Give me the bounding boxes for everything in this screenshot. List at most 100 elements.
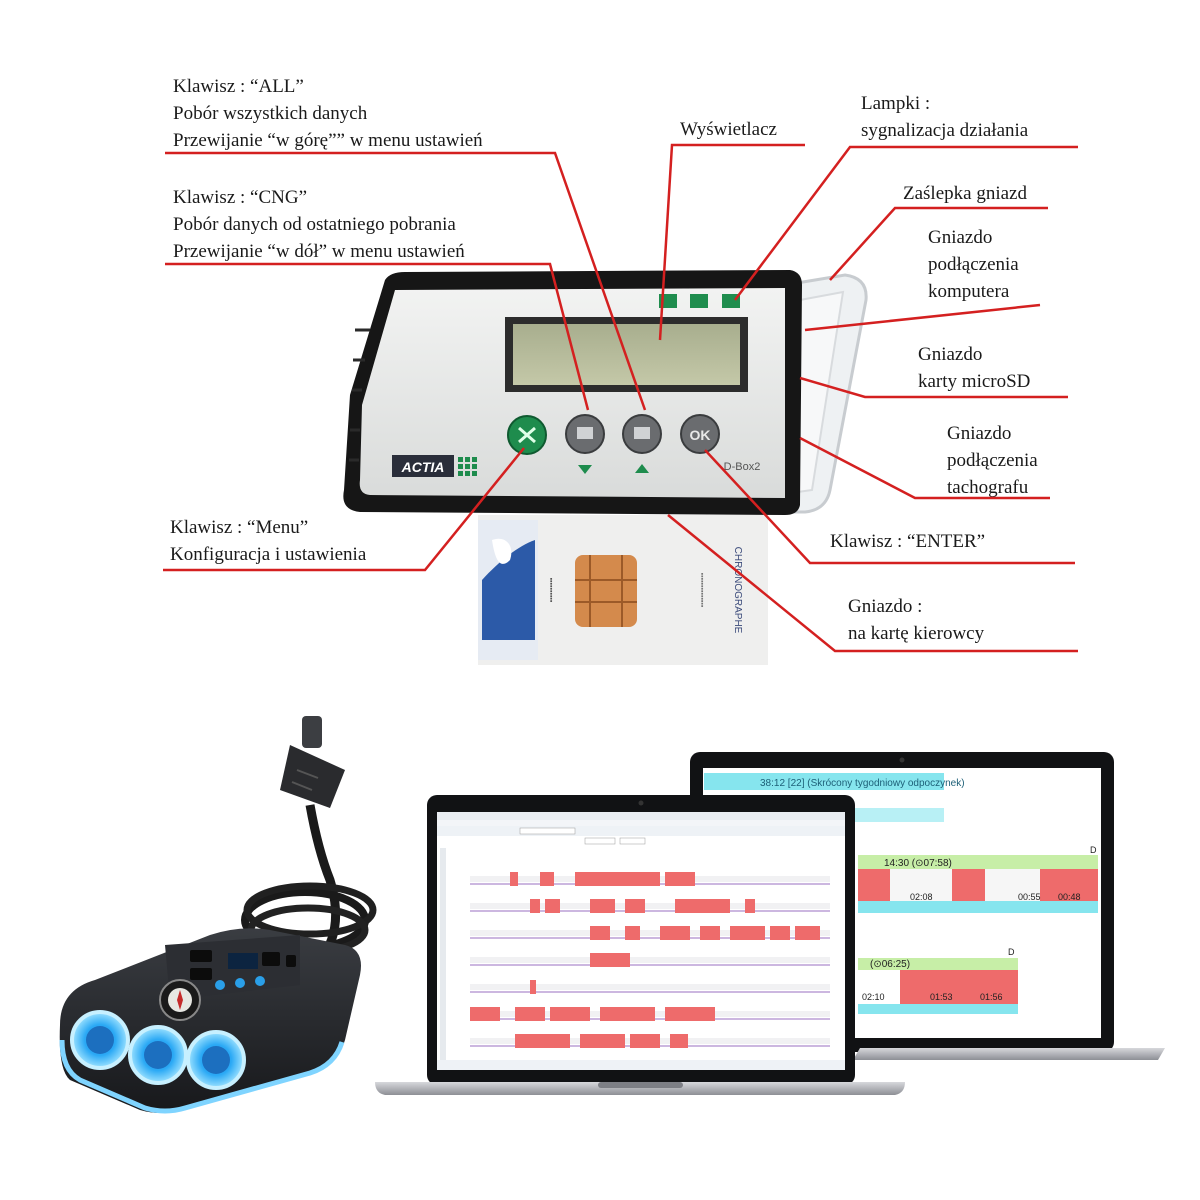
activity-block	[745, 899, 755, 913]
activity-block	[470, 1007, 500, 1021]
activity-block	[770, 926, 790, 940]
callout-line-display	[658, 143, 805, 341]
timeline-band	[470, 903, 830, 909]
activity-block	[625, 899, 645, 913]
label-key-menu: Klawisz : “Menu” Konfiguracja i ustawien…	[170, 514, 366, 568]
activity-block	[630, 1034, 660, 1048]
activity-block	[680, 872, 695, 886]
label-line: karty microSD	[918, 371, 1031, 392]
callout-lines	[163, 143, 1078, 653]
label-line: Konfiguracja i ustawienia	[170, 544, 367, 565]
tools-icon	[518, 426, 536, 444]
callout-line-cng	[165, 262, 590, 411]
label-microsd-socket: Gniazdo karty microSD	[918, 341, 1030, 395]
activity-block	[730, 926, 765, 940]
svg-text:00:55: 00:55	[1018, 892, 1041, 902]
activity-block	[545, 899, 560, 913]
timeline-band	[470, 957, 830, 963]
activity-block	[675, 899, 705, 913]
callout-line-computer	[804, 303, 1041, 332]
activity-block	[600, 1007, 655, 1021]
activity-block	[665, 1007, 715, 1021]
label-computer-socket: Gniazdo podłączenia komputera	[928, 224, 1019, 305]
label-line: Przewijanie “w górę”” w menu ustawień	[173, 130, 483, 151]
label-line: podłączenia	[928, 254, 1019, 275]
label-line: komputera	[928, 281, 1010, 302]
svg-text:ACTIA: ACTIA	[401, 459, 445, 475]
activity-block	[590, 926, 610, 940]
driver-card: CHRONOGRAPHE ▪▪▪▪▪▪▪▪▪▪ ▪▪▪▪▪▪▪▪▪▪▪▪▪▪	[478, 515, 768, 665]
svg-text:▪▪▪▪▪▪▪▪▪▪: ▪▪▪▪▪▪▪▪▪▪	[547, 578, 554, 603]
activity-block	[705, 899, 730, 913]
label-line: podłączenia	[947, 450, 1038, 471]
label-socket-cover: Zaślepka gniazd	[903, 180, 1027, 207]
callout-line-cover	[829, 206, 1048, 281]
cng-key[interactable]	[565, 414, 605, 474]
label-display: Wyświetlacz	[680, 116, 777, 143]
usb-port-icon	[190, 968, 212, 980]
usb-port-icon	[190, 950, 212, 962]
callout-line-menu	[163, 447, 525, 572]
timeline-band	[470, 984, 830, 990]
label-key-enter: Klawisz : “ENTER”	[830, 528, 985, 555]
arrow-up-icon	[635, 464, 649, 473]
svg-text:▪▪▪▪▪▪▪▪▪▪▪▪▪▪: ▪▪▪▪▪▪▪▪▪▪▪▪▪▪	[698, 573, 705, 608]
label-line: Pobór danych od ostatniego pobrania	[173, 214, 456, 235]
label-line: sygnalizacja działania	[861, 120, 1029, 141]
activity-block	[515, 1034, 570, 1048]
label-line: na kartę kierowcy	[848, 623, 985, 644]
svg-text:14:30 (⊙07:58): 14:30 (⊙07:58)	[884, 858, 952, 869]
timeline-chart	[470, 872, 830, 1048]
label-lamps: Lampki : sygnalizacja działania	[861, 90, 1028, 144]
timeline-band	[470, 930, 830, 936]
label-line: Gniazdo	[918, 344, 983, 365]
label-line: Gniazdo	[947, 423, 1012, 444]
callout-line-lamps	[734, 145, 1078, 301]
arrow-down-icon	[578, 465, 592, 474]
label-line: Klawisz : “ALL”	[173, 76, 304, 97]
svg-text:02:10: 02:10	[862, 992, 885, 1002]
status-lamps	[659, 294, 740, 308]
label-line: Gniazdo :	[848, 596, 923, 617]
callout-line-tachograph	[799, 436, 1050, 500]
label-line: tachografu	[947, 477, 1029, 498]
dbox-device[interactable]: OK ACTIA D-Box2	[343, 270, 802, 515]
svg-text:D: D	[1008, 947, 1015, 957]
actia-logo: ACTIA	[392, 455, 477, 477]
front-laptop-screen	[437, 812, 845, 1070]
lamp-icon	[690, 294, 708, 308]
menu-key[interactable]	[507, 415, 547, 455]
label-card-slot: Gniazdo : na kartę kierowcy	[848, 593, 984, 647]
callout-line-microsd	[799, 376, 1068, 399]
activity-block	[795, 926, 820, 940]
label-line: Klawisz : “CNG”	[173, 187, 308, 208]
svg-text:(⊙06:25): (⊙06:25)	[870, 959, 910, 970]
svg-text:02:08: 02:08	[910, 892, 933, 902]
activity-block	[540, 872, 554, 886]
activity-block	[510, 872, 518, 886]
usb-c-port-icon	[262, 952, 280, 966]
chip-icon	[575, 555, 637, 627]
label-line: Lampki :	[861, 93, 931, 114]
activity-block	[530, 980, 536, 994]
svg-text:00:48: 00:48	[1058, 892, 1081, 902]
front-laptop	[375, 795, 905, 1095]
activity-block	[590, 953, 630, 967]
ok-key-label: OK	[690, 427, 711, 443]
car-charger-hub	[59, 716, 377, 1114]
label-tachograph-socket: Gniazdo podłączenia tachografu	[947, 420, 1038, 501]
card-text: CHRONOGRAPHE	[732, 547, 743, 634]
enter-key[interactable]: OK	[680, 414, 720, 454]
callout-line-enter	[704, 449, 1075, 565]
activity-block	[515, 1007, 545, 1021]
back-screen-banner: 38:12 [22] (Skrócony tygodniowy odpoczyn…	[760, 778, 965, 789]
label-line: Klawisz : “Menu”	[170, 517, 309, 538]
label-key-cng: Klawisz : “CNG” Pobór danych od ostatnie…	[173, 184, 465, 265]
activity-block	[530, 899, 540, 913]
label-line: Wyświetlacz	[680, 119, 777, 140]
all-key[interactable]	[622, 414, 662, 473]
activity-block	[660, 926, 690, 940]
callout-line-all	[165, 151, 647, 411]
activity-block	[580, 1034, 625, 1048]
